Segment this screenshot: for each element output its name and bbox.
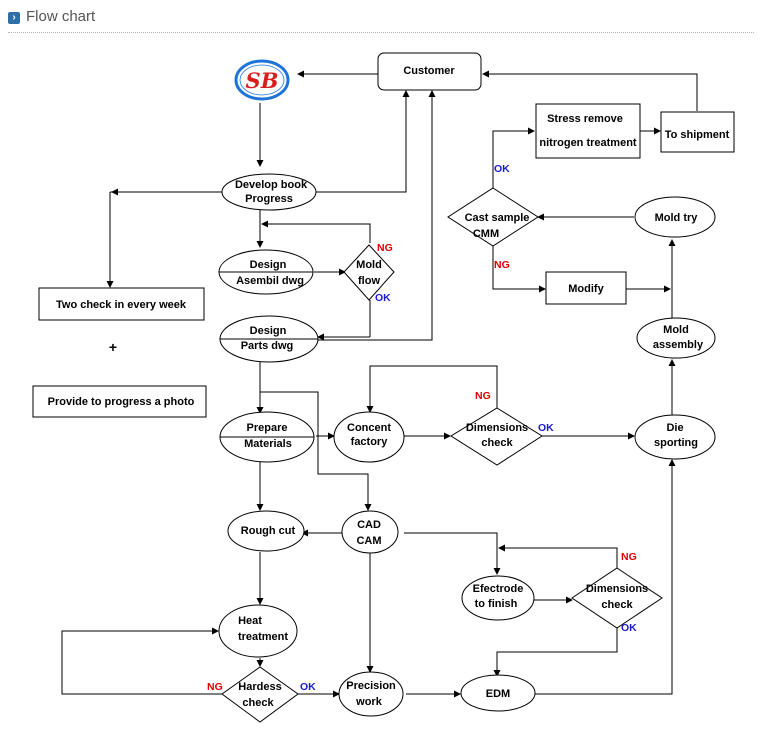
arrow-shipment-to-customer bbox=[482, 70, 698, 111]
stress-remove-node bbox=[535, 103, 641, 159]
section-header: › Flow chart bbox=[8, 6, 754, 33]
provide-photo-node bbox=[32, 385, 207, 418]
cad-cam-label-1: CAD bbox=[357, 519, 381, 531]
mold-flow-ok: OK bbox=[375, 292, 391, 304]
prepare-materials-label-1: Prepare bbox=[247, 422, 288, 434]
develop-book-node bbox=[221, 173, 317, 211]
page-title: Flow chart bbox=[26, 8, 96, 25]
cad-cam-label-2: CAM bbox=[356, 535, 381, 547]
rough-cut-label: Rough cut bbox=[241, 525, 296, 537]
to-shipment-label: To shipment bbox=[665, 129, 730, 141]
die-sporting-node bbox=[634, 414, 716, 460]
mold-try-label: Mold try bbox=[655, 212, 699, 224]
dimensions-check-2-node bbox=[571, 567, 663, 629]
hardess-check-label-1: Hardess bbox=[238, 681, 281, 693]
arrow-cast-ok-to-stress bbox=[492, 127, 535, 188]
modify-node bbox=[545, 271, 627, 305]
cast-sample-ng: NG bbox=[494, 259, 510, 271]
arrow-cast-ng-to-modify bbox=[492, 246, 546, 293]
two-check-label: Two check in every week bbox=[56, 299, 187, 311]
efectrode-label-2: to finish bbox=[475, 598, 518, 610]
design-asembil-label-1: Design bbox=[250, 259, 287, 271]
customer-label: Customer bbox=[403, 65, 455, 77]
mold-assembly-label-1: Mold bbox=[663, 324, 689, 336]
modify-label: Modify bbox=[568, 283, 604, 295]
concent-factory-label-1: Concent bbox=[347, 422, 391, 434]
mold-flow-label-2: flow bbox=[358, 275, 380, 287]
precision-work-node bbox=[338, 671, 404, 717]
provide-photo-label: Provide to progress a photo bbox=[48, 396, 195, 408]
die-sporting-label-2: sporting bbox=[654, 437, 698, 449]
mold-flow-label-1: Mold bbox=[356, 259, 382, 271]
efectrode-node bbox=[461, 575, 535, 621]
mold-flow-ng: NG bbox=[377, 242, 393, 254]
arrow-hardess-ng-loop bbox=[61, 627, 222, 695]
logo-text: SB bbox=[246, 68, 279, 93]
design-parts-label-1: Design bbox=[250, 325, 287, 337]
develop-book-label-2: Progress bbox=[245, 193, 293, 205]
design-parts-label-2: Parts dwg bbox=[241, 340, 294, 352]
mold-try-node bbox=[634, 196, 716, 238]
mold-assembly-node bbox=[636, 317, 716, 359]
develop-book-label-1: Develop book bbox=[235, 179, 308, 191]
rough-cut-node bbox=[227, 510, 305, 552]
efectrode-label-1: Efectrode bbox=[473, 583, 524, 595]
stress-remove-label-2: nitrogen treatment bbox=[539, 137, 637, 149]
hardess-check-label-2: check bbox=[242, 697, 274, 709]
arrow-moldflow-ng-loop bbox=[261, 220, 371, 243]
dimensions-check-2-ok: OK bbox=[621, 622, 637, 634]
design-asembil-label-2: Asembil dwg bbox=[236, 275, 304, 287]
cast-sample-node bbox=[447, 187, 539, 247]
cad-cam-node bbox=[341, 510, 399, 554]
arrow-cadcam-to-efectrode bbox=[404, 532, 501, 575]
arrow-edm-to-die bbox=[534, 459, 676, 695]
arrow-develop-to-customer bbox=[316, 90, 410, 193]
precision-work-label-1: Precision bbox=[346, 680, 396, 692]
connectors bbox=[61, 70, 698, 698]
dimensions-check-1-label-2: check bbox=[481, 437, 513, 449]
hardess-check-ok: OK bbox=[300, 681, 316, 693]
prepare-materials-label-2: Materials bbox=[244, 438, 292, 450]
cast-sample-label-1: Cast sample bbox=[465, 212, 530, 224]
dimensions-check-2-label-2: check bbox=[601, 599, 633, 611]
arrow-dim1-ng-loop bbox=[366, 365, 498, 413]
arrow-dim2-to-edm bbox=[493, 628, 618, 677]
edm-node bbox=[460, 674, 536, 712]
mold-flow-node bbox=[343, 244, 395, 301]
die-sporting-label-1: Die bbox=[666, 422, 683, 434]
arrow-dim2-ng-loop bbox=[498, 544, 618, 568]
two-check-node bbox=[38, 287, 205, 321]
edm-label: EDM bbox=[486, 688, 510, 700]
plus-sign: + bbox=[109, 339, 117, 355]
dimensions-check-1-label-1: Dimensions bbox=[466, 422, 528, 434]
to-shipment-node bbox=[660, 111, 735, 153]
cast-sample-ok: OK bbox=[494, 163, 510, 175]
dimensions-check-2-ng: NG bbox=[621, 551, 637, 563]
dimensions-check-1-ng: NG bbox=[475, 390, 491, 402]
heat-treatment-label-2: treatment bbox=[238, 631, 288, 643]
customer-node bbox=[377, 52, 482, 91]
hardess-check-ng: NG bbox=[207, 681, 223, 693]
concent-factory-label-2: factory bbox=[351, 436, 389, 448]
sb-logo: SB bbox=[234, 59, 290, 101]
precision-work-label-2: work bbox=[355, 696, 383, 708]
cast-sample-label-2: CMM bbox=[473, 228, 499, 240]
mold-assembly-label-2: assembly bbox=[653, 339, 704, 351]
arrow-parts-to-cadcam bbox=[260, 391, 372, 511]
dimensions-check-2-label-1: Dimensions bbox=[586, 583, 648, 595]
heat-treatment-node bbox=[218, 604, 298, 658]
heat-treatment-label-1: Heat bbox=[238, 615, 262, 627]
dimensions-check-1-node bbox=[450, 407, 543, 466]
arrow-parts-to-customer bbox=[318, 90, 436, 341]
dimensions-check-1-ok: OK bbox=[538, 422, 554, 434]
hardess-check-node bbox=[221, 666, 299, 723]
concent-factory-node bbox=[333, 411, 405, 463]
stress-remove-label-1: Stress remove bbox=[547, 113, 623, 125]
chevron-right-icon: › bbox=[8, 12, 20, 24]
